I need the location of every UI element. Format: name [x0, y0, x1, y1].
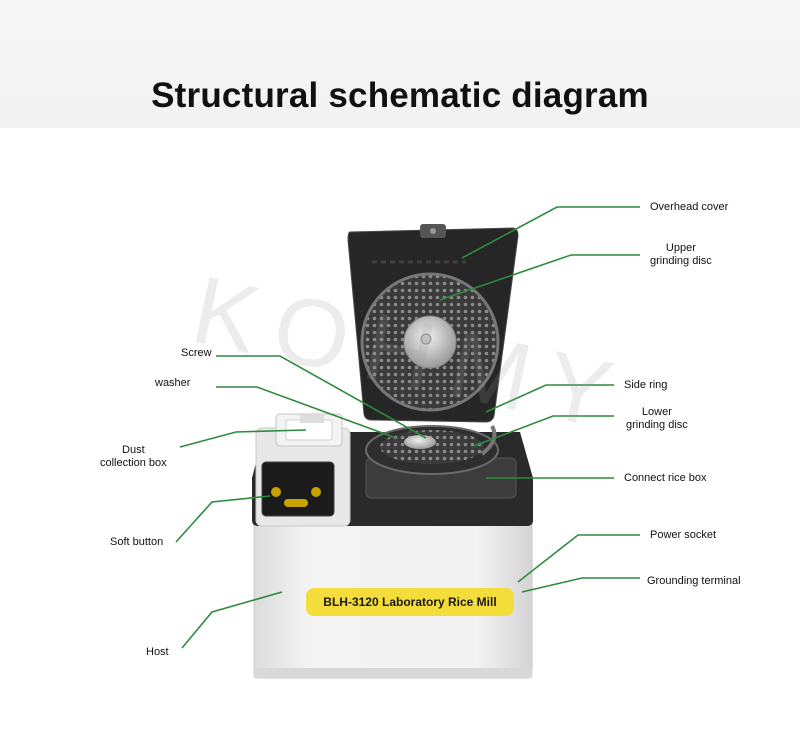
- leader-dust-collection-box: [179, 429, 307, 448]
- label-dust-collection-box-line1: Dust: [122, 444, 145, 456]
- label-lower-grinding-disc: Lower grinding disc: [626, 406, 688, 432]
- label-lower-grinding-disc-line1: Lower: [641, 406, 672, 418]
- leader-overhead-cover: [461, 206, 640, 259]
- product-label: BLH-3120 Laboratory Rice Mill: [323, 595, 496, 609]
- leader-host: [181, 591, 283, 649]
- label-upper-grinding-disc: Upper grinding disc: [650, 242, 712, 268]
- leader-upper-grinding-disc: [439, 254, 640, 301]
- label-dust-collection-box: Dust collection box: [100, 444, 167, 470]
- dust-collection-box: [275, 413, 343, 447]
- label-washer: washer: [155, 377, 191, 389]
- label-screw: Screw: [181, 347, 212, 359]
- overhead-cover: [347, 224, 519, 423]
- leader-lines: [175, 206, 640, 649]
- side-ring: [480, 425, 497, 456]
- label-host: Host: [146, 646, 169, 658]
- title-band: [0, 0, 800, 128]
- leader-screw: [216, 355, 427, 439]
- lower-grinding-disc: [380, 430, 484, 464]
- label-power-socket: Power socket: [650, 529, 717, 541]
- label-upper-grinding-disc-line2: grinding disc: [650, 255, 712, 267]
- label-overhead-cover: Overhead cover: [650, 201, 729, 213]
- label-upper-grinding-disc-line1: Upper: [665, 242, 696, 254]
- label-soft-button: Soft button: [110, 536, 164, 548]
- leader-washer: [216, 386, 397, 439]
- control-panel: [261, 461, 335, 517]
- label-side-ring: Side ring: [624, 379, 668, 391]
- label-lower-grinding-disc-line2: grinding disc: [626, 419, 688, 431]
- leader-soft-button: [175, 495, 271, 543]
- soft-button-left[interactable]: [271, 487, 281, 497]
- leader-lower-grinding-disc: [473, 415, 614, 447]
- grinding-chamber: [365, 425, 517, 499]
- label-dust-collection-box-line2: collection box: [100, 457, 167, 469]
- page-title: Structural schematic diagram: [151, 76, 649, 115]
- leader-grounding-terminal: [521, 577, 640, 593]
- label-connect-rice-box: Connect rice box: [624, 472, 707, 484]
- soft-button-right[interactable]: [311, 487, 321, 497]
- leader-power-socket: [517, 534, 640, 583]
- leader-side-ring: [485, 384, 614, 413]
- soft-button-start[interactable]: [284, 499, 308, 507]
- label-grounding-terminal: Grounding terminal: [647, 575, 741, 587]
- product-label-plate: BLH-3120 Laboratory Rice Mill: [306, 588, 514, 616]
